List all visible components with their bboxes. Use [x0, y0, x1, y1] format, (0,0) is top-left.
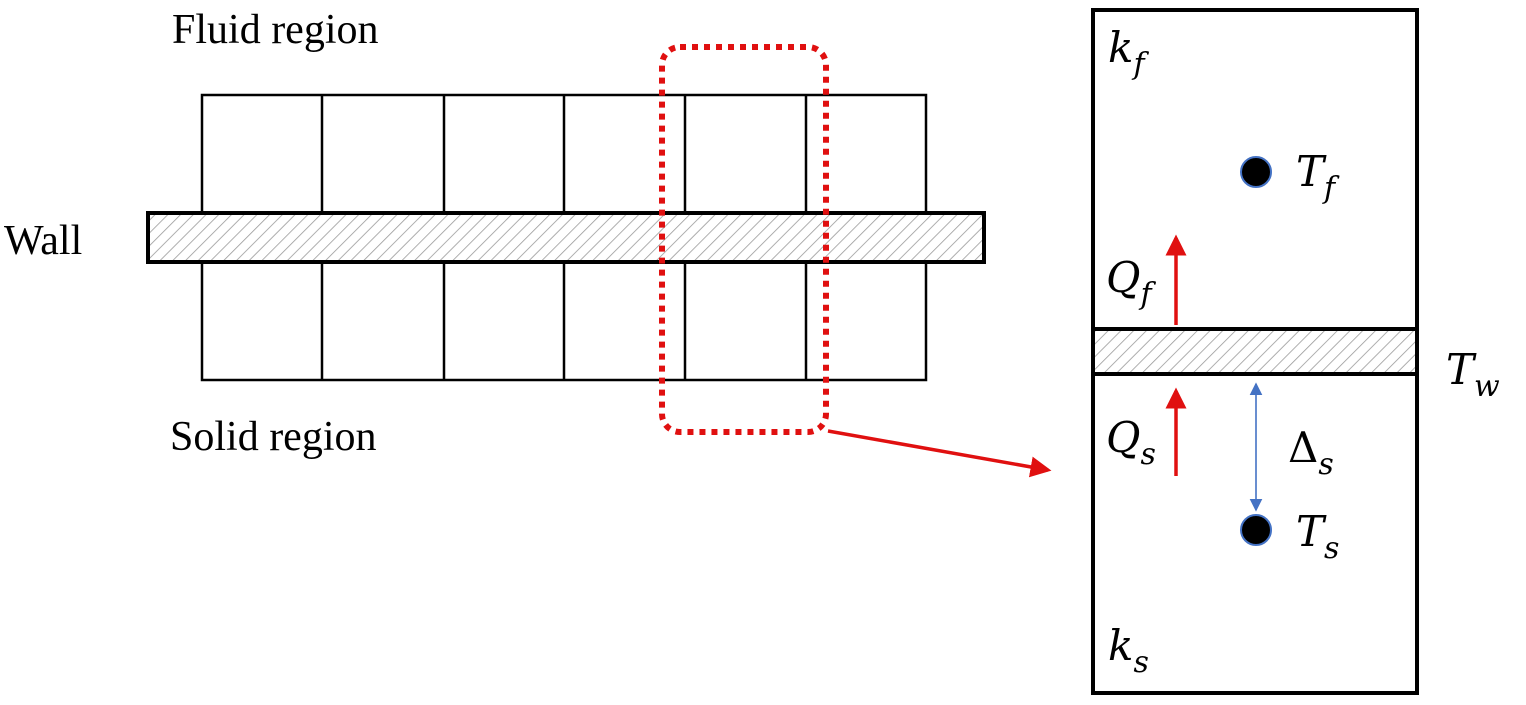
- tf-symbol: Tf: [1296, 147, 1340, 206]
- solid-region-label: Solid region: [170, 414, 377, 460]
- delta-s-symbol: Δs: [1288, 423, 1334, 482]
- tf-node: [1240, 156, 1272, 188]
- fluid-mesh-row: [200, 93, 928, 215]
- wall-label: Wall: [4, 218, 82, 264]
- qf-symbol: Qf: [1106, 253, 1156, 312]
- highlight-dotted-box: [659, 44, 829, 435]
- ts-symbol: Ts: [1296, 507, 1339, 566]
- tw-symbol: Tw: [1446, 345, 1500, 404]
- wall-strip: [146, 211, 986, 264]
- fluid-region-label: Fluid region: [172, 7, 379, 53]
- zoom-wall: [1091, 327, 1419, 376]
- solid-mesh-row: [200, 260, 928, 382]
- kf-symbol: kf: [1108, 23, 1149, 82]
- ks-symbol: ks: [1108, 621, 1149, 680]
- zoom-arrow: [827, 429, 1052, 478]
- qs-symbol: Qs: [1106, 413, 1156, 472]
- ts-node: [1240, 514, 1272, 546]
